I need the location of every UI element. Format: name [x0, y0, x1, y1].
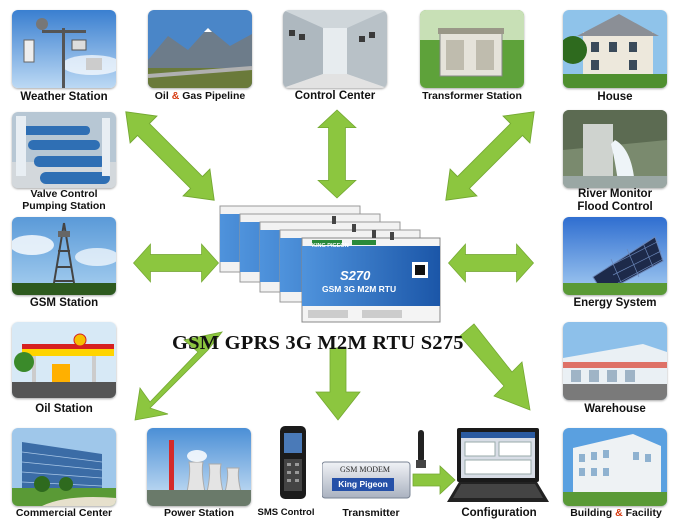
label-river-monitor: River Monitor: [577, 188, 653, 200]
label-transmitter: Transmitter: [342, 507, 400, 519]
sms-phone-image: [280, 426, 306, 499]
label-oil-gas-b: Gas Pipeline: [182, 90, 246, 102]
diagram-title: GSM GPRS 3G M2M RTU S275: [172, 332, 464, 354]
arrow-left: [132, 243, 220, 283]
laptop-image: [447, 428, 549, 502]
arrow-bottom-left: [134, 331, 223, 421]
building-facility-image: [563, 428, 667, 506]
arrow-bottom-right: [459, 323, 531, 411]
label-control-center: Control Center: [294, 90, 376, 102]
house-image: [563, 10, 667, 88]
device-brand: KING PIGEON: [312, 243, 349, 249]
control-center-image: [283, 10, 387, 88]
rtu-device-stack: [219, 205, 441, 323]
gsm-modem: GSM MODEM King Pigeon: [322, 458, 412, 500]
label-configuration: Configuration: [461, 507, 537, 519]
arrow-top-right: [431, 97, 549, 215]
arrow-right: [447, 243, 535, 283]
label-power-station: Power Station: [163, 507, 234, 519]
modem-brand: King Pigeon: [338, 479, 388, 489]
device-model: S270: [340, 268, 371, 283]
weather-station-image: [12, 10, 116, 88]
device-subtitle: GSM 3G M2M RTU: [322, 284, 397, 294]
river-monitor-image: [563, 110, 667, 188]
modem-label: GSM MODEM: [339, 465, 390, 474]
arrow-bottom-center: [315, 347, 361, 421]
label-house: House: [597, 91, 633, 103]
warehouse-image: [563, 322, 667, 400]
label-valve-control: Valve Control: [30, 188, 98, 200]
oil-gas-pipeline-image: [148, 10, 252, 88]
transformer-station-image: [420, 10, 524, 88]
label-oil-gas-pipeline: Oil & Gas Pipeline: [140, 89, 260, 103]
arrow-top-left: [111, 97, 229, 215]
power-station-image: [147, 428, 251, 506]
oil-station-image: [12, 322, 116, 398]
label-pumping-station: Pumping Station: [22, 200, 106, 212]
label-oil-gas-a: Oil: [154, 90, 169, 102]
label-gsm-station: GSM Station: [29, 297, 99, 309]
label-weather-station: Weather Station: [20, 91, 108, 103]
label-oil-station: Oil Station: [35, 403, 93, 415]
commercial-center-image: [12, 428, 116, 506]
label-commercial-center: Commercial Center: [15, 507, 113, 519]
label-building-facility: Building & Facility: [558, 506, 674, 520]
arrow-transmitter-config: [412, 465, 456, 495]
label-transformer-station: Transformer Station: [422, 90, 522, 102]
label-building-a: Building: [570, 507, 613, 519]
antenna-icon: [416, 430, 426, 468]
energy-system-image: [563, 217, 667, 295]
arrow-control-center: [317, 109, 357, 199]
label-energy-system: Energy System: [573, 297, 657, 309]
rtu-device-front: [301, 232, 441, 323]
label-warehouse: Warehouse: [584, 403, 646, 415]
label-flood-control: Flood Control: [577, 201, 653, 213]
label-oil-gas-amp: &: [171, 90, 180, 102]
gsm-station-image: [12, 217, 116, 295]
label-sms-control: SMS Control: [257, 507, 315, 518]
label-building-b: Facility: [625, 507, 662, 519]
label-building-amp: &: [615, 507, 623, 519]
valve-control-image: [12, 112, 116, 188]
